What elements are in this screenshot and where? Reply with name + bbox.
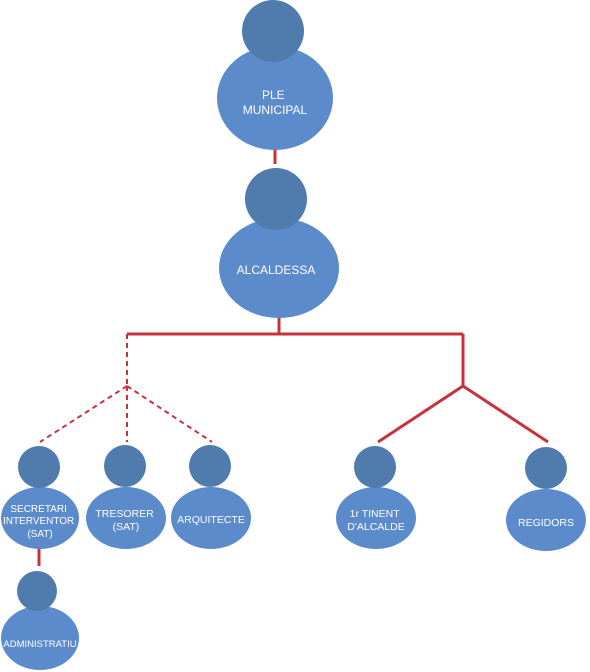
person-head [189, 445, 231, 487]
person-body [217, 46, 333, 150]
node-label: PLE MUNICIPAL [243, 88, 308, 117]
label-line: ARQUITECTE [177, 514, 245, 526]
connectors [37, 150, 549, 566]
person-node-administratiu: ADMINISTRATIU [1, 571, 79, 670]
label-line: PLE [262, 88, 285, 102]
person-head [354, 446, 396, 488]
person-node-tresorer: TRESORER (SAT) [86, 445, 166, 549]
label-line: SECRETARI [10, 504, 67, 515]
person-head [242, 0, 304, 62]
node-label: REGIDORS [518, 517, 574, 529]
label-line: (SAT) [113, 521, 140, 533]
person-body [1, 606, 79, 670]
connector-to-regidors [462, 384, 549, 444]
person-head [18, 446, 60, 488]
person-body [336, 487, 416, 549]
label-line: MUNICIPAL [243, 103, 308, 117]
person-node-regidors: REGIDORS [506, 447, 586, 551]
person-head [525, 447, 567, 489]
dashed-to-secretari [39, 385, 128, 443]
person-body [171, 487, 251, 549]
person-node-arquitecte: ARQUITECTE [171, 445, 251, 549]
person-node-alcaldessa: ALCALDESSA [219, 168, 339, 318]
label-line: ALCALDESSA [237, 263, 316, 277]
person-node-secretari-interventor: SECRETARI INTERVENTOR (SAT) [1, 446, 79, 549]
person-body [86, 487, 166, 549]
person-body [1, 487, 79, 549]
person-node-ple-municipal: PLE MUNICIPAL [217, 0, 333, 150]
dashed-connectors [39, 334, 213, 443]
person-head [104, 445, 146, 487]
person-head [17, 571, 57, 611]
label-line: TRESORER [95, 508, 154, 520]
label-line: INTERVENTOR [3, 516, 74, 527]
label-line: 1r TINENT [350, 508, 401, 520]
person-body [219, 218, 339, 318]
connector-to-tinent [377, 384, 464, 444]
node-label: 1r TINENT D'ALCALDE [347, 508, 404, 533]
node-label: ALCALDESSA [237, 263, 316, 277]
person-head [245, 168, 307, 230]
node-label: ARQUITECTE [177, 514, 245, 526]
node-label: ADMINISTRATIU [3, 639, 76, 650]
dashed-to-arquitecte [126, 385, 213, 443]
label-line: (SAT) [27, 529, 52, 540]
node-label: SECRETARI INTERVENTOR (SAT) [3, 504, 77, 540]
label-line: REGIDORS [518, 517, 574, 529]
person-node-tinent-alcalde: 1r TINENT D'ALCALDE [336, 446, 416, 549]
person-body [506, 489, 586, 551]
node-label: TRESORER (SAT) [95, 508, 156, 533]
label-line: D'ALCALDE [347, 521, 404, 533]
label-line: ADMINISTRATIU [3, 639, 76, 650]
